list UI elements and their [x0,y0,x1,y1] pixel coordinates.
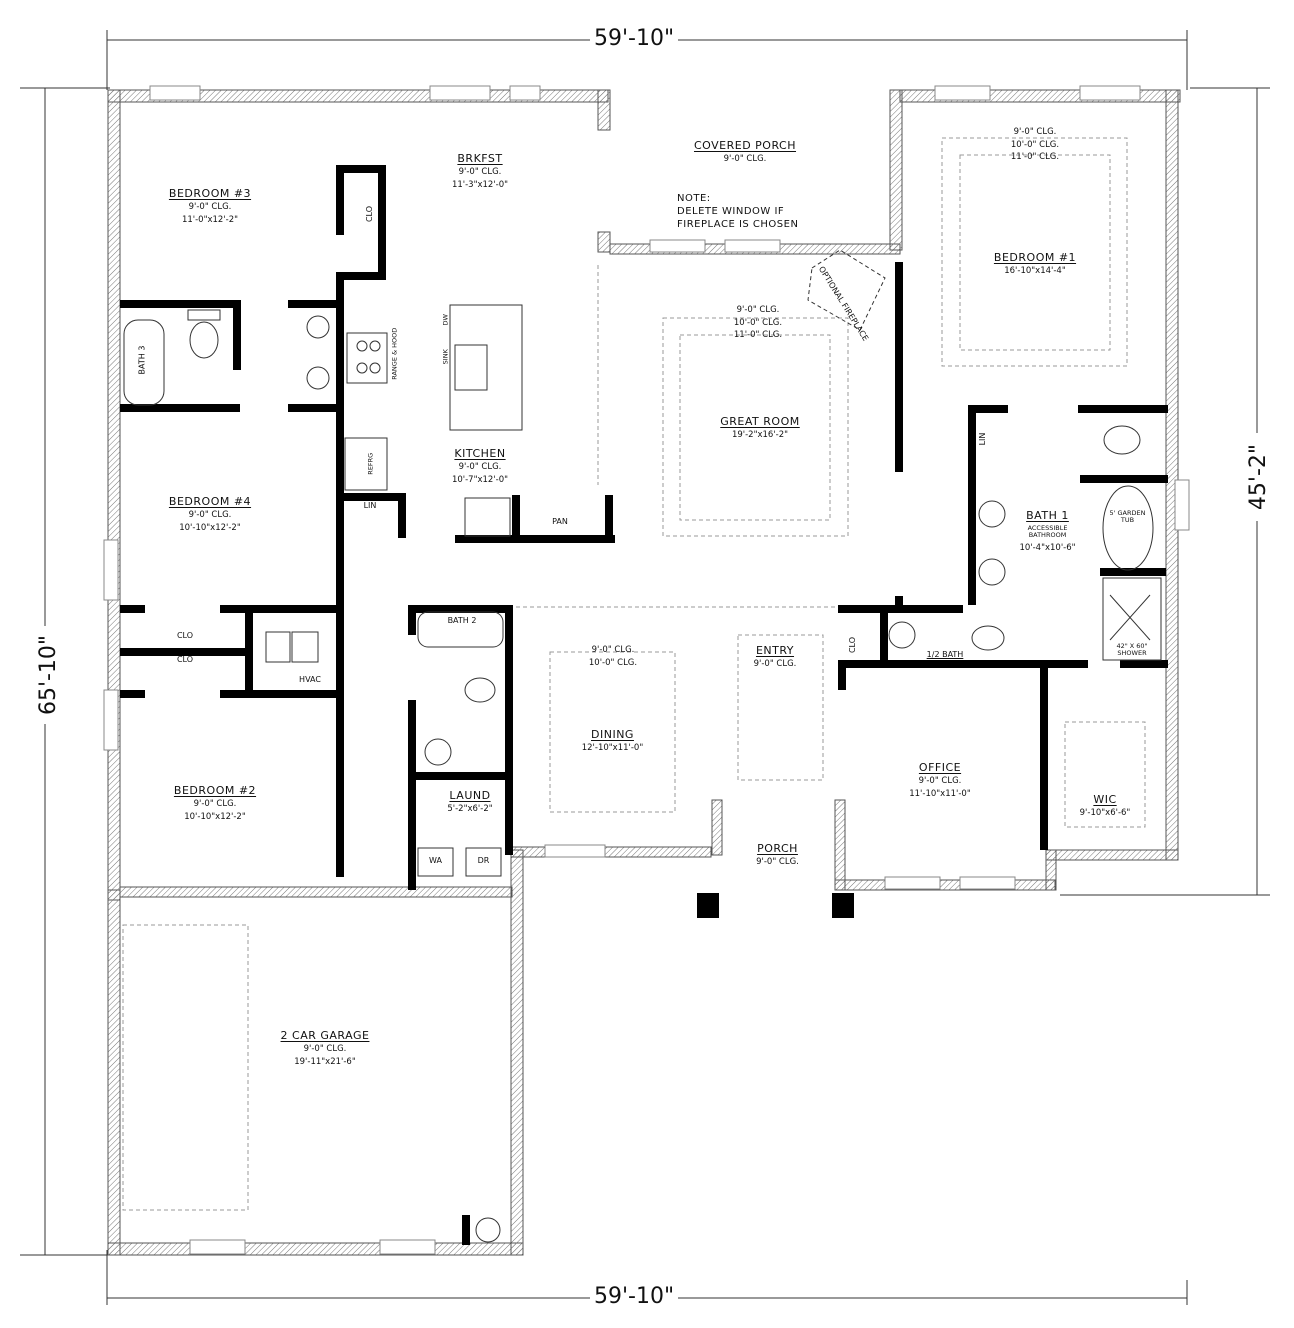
room-bedroom1: BEDROOM #1 16'-10"x14'-4" [985,252,1085,276]
room-name: 2 CAR GARAGE [280,1029,370,1042]
dimension-bottom-width: 59'-10" [590,1286,679,1308]
dimension-right-depth: 45'-2" [1246,433,1271,521]
room-name: GREAT ROOM [720,415,800,428]
room-bath1: BATH 1 ACCESSIBLE BATHROOM 10'-4"x10'-6" [1015,510,1080,552]
pantry-label: PAN [552,517,568,526]
room-name: ENTRY [755,644,795,657]
room-bedroom1-ceilings: 9'-0" CLG. 10'-0" CLG. 11'-0" CLG. [1010,127,1060,162]
room-dining-ceilings: 9'-0" CLG. 10'-0" CLG. [588,645,638,668]
room-ceiling: 9'-0" CLG. [193,799,237,809]
room-size: 11'-0"x12'-2" [181,214,239,225]
room-size: 11'-3"x12'-0" [451,179,509,190]
room-size: 5'-2"x6'-2" [447,804,493,814]
room-name: BEDROOM #4 [168,495,252,508]
room-ceiling: 9'-0" CLG. [753,659,797,669]
room-size: 9'-10"x6'-6" [1079,808,1131,818]
room-entry: ENTRY 9'-0" CLG. [745,645,805,669]
room-size: 19'-11"x21'-6" [294,1056,356,1067]
dw-label: DW [441,314,450,326]
sink-label: SINK [441,349,450,365]
clo-label-entry: CLO [848,636,857,654]
interior-walls [120,165,1168,1245]
fireplace-note: NOTE: DELETE WINDOW IF FIREPLACE IS CHOS… [677,193,799,230]
room-name: PORCH [757,842,798,855]
range-hood-label: RANGE & HOOD [390,327,399,380]
room-name: BATH 1 [1026,509,1069,522]
room-laund: LAUND 5'-2"x6'-2" [440,790,500,814]
room-name: KITCHEN [454,447,506,460]
room-size: 11'-10"x11'-0" [909,788,971,799]
room-name: BEDROOM #1 [993,251,1077,264]
clo-label-1: CLO [176,631,194,640]
dimension-top-width: 59'-10" [590,28,679,50]
room-name: BEDROOM #3 [168,187,252,200]
room-name: OFFICE [918,761,962,774]
room-half-bath: 1/2 BATH [926,650,964,659]
garden-tub-label: 5' GARDEN TUB [1109,509,1146,525]
room-size: 16'-10"x14'-4" [1004,266,1066,276]
room-ceiling: 9'-0" CLG. [918,776,962,786]
room-bedroom4: BEDROOM #4 9'-0" CLG. 10'-10"x12'-2" [160,496,260,532]
room-ceiling: 9'-0" CLG. [756,857,799,867]
room-name: LAUND [449,789,491,802]
room-ceiling: 9'-0" CLG. [458,167,502,177]
room-ceiling: 9'-0" CLG. [723,154,767,164]
room-bath2: BATH 2 [447,616,477,625]
room-dining: DINING 12'-10"x11'-0" [570,729,655,753]
fixtures [123,249,1162,1243]
room-size: 10'-10"x12'-2" [184,811,246,822]
room-name: DINING [591,728,634,741]
room-name: BRKFST [457,152,503,165]
room-size: 10'-7"x12'-0" [451,474,509,485]
lin-label-bath1: LIN [978,432,987,446]
room-ceiling: 9'-0" CLG. [188,510,232,520]
room-ceiling: 9'-0" CLG. [188,202,232,212]
room-name: WIC [1093,793,1117,806]
room-size: 10'-4"x10'-6" [1019,542,1076,553]
room-bedroom3: BEDROOM #3 9'-0" CLG. 11'-0"x12'-2" [165,188,255,224]
dryer-label: DR [477,856,490,865]
room-hvac: HVAC [299,675,321,684]
room-ceiling: 9'-0" CLG. [303,1044,347,1054]
room-kitchen: KITCHEN 9'-0" CLG. 10'-7"x12'-0" [440,448,520,484]
room-great-room-ceilings: 9'-0" CLG. 10'-0" CLG. 11'-0" CLG. [733,305,783,340]
lin-label-kitchen: LIN [363,501,377,510]
clo-label-bedroom3: CLO [365,205,374,223]
washer-label: WA [429,856,442,865]
room-size: 10'-10"x12'-2" [179,522,241,533]
room-ceiling: 9'-0" CLG. [458,462,502,472]
room-name: COVERED PORCH [693,139,797,152]
room-covered-porch: COVERED PORCH 9'-0" CLG. [690,140,800,164]
refrg-label: REFRG [366,452,375,475]
windows [103,85,1190,1255]
room-name: BEDROOM #2 [173,784,257,797]
clo-label-2: CLO [176,655,194,664]
room-wic: WIC 9'-10"x6'-6" [1060,794,1150,818]
room-size: 12'-10"x11'-0" [581,743,644,753]
room-bedroom2: BEDROOM #2 9'-0" CLG. 10'-10"x12'-2" [165,785,265,821]
room-office: OFFICE 9'-0" CLG. 11'-10"x11'-0" [895,762,985,798]
room-garage: 2 CAR GARAGE 9'-0" CLG. 19'-11"x21'-6" [270,1030,380,1066]
shower-label: 42" X 60" SHOWER [1116,642,1148,658]
room-great-room: GREAT ROOM 19'-2"x16'-2" [705,416,815,440]
room-brkfst: BRKFST 9'-0" CLG. 11'-3"x12'-0" [445,153,515,189]
room-porch: PORCH 9'-0" CLG. [745,843,810,867]
ceiling-outlines [122,137,1146,1211]
room-bath3: BATH 3 [137,345,147,375]
room-size: 19'-2"x16'-2" [731,430,789,440]
room-note: ACCESSIBLE BATHROOM [1027,524,1068,540]
dimension-left-depth: 65'-10" [36,626,61,724]
